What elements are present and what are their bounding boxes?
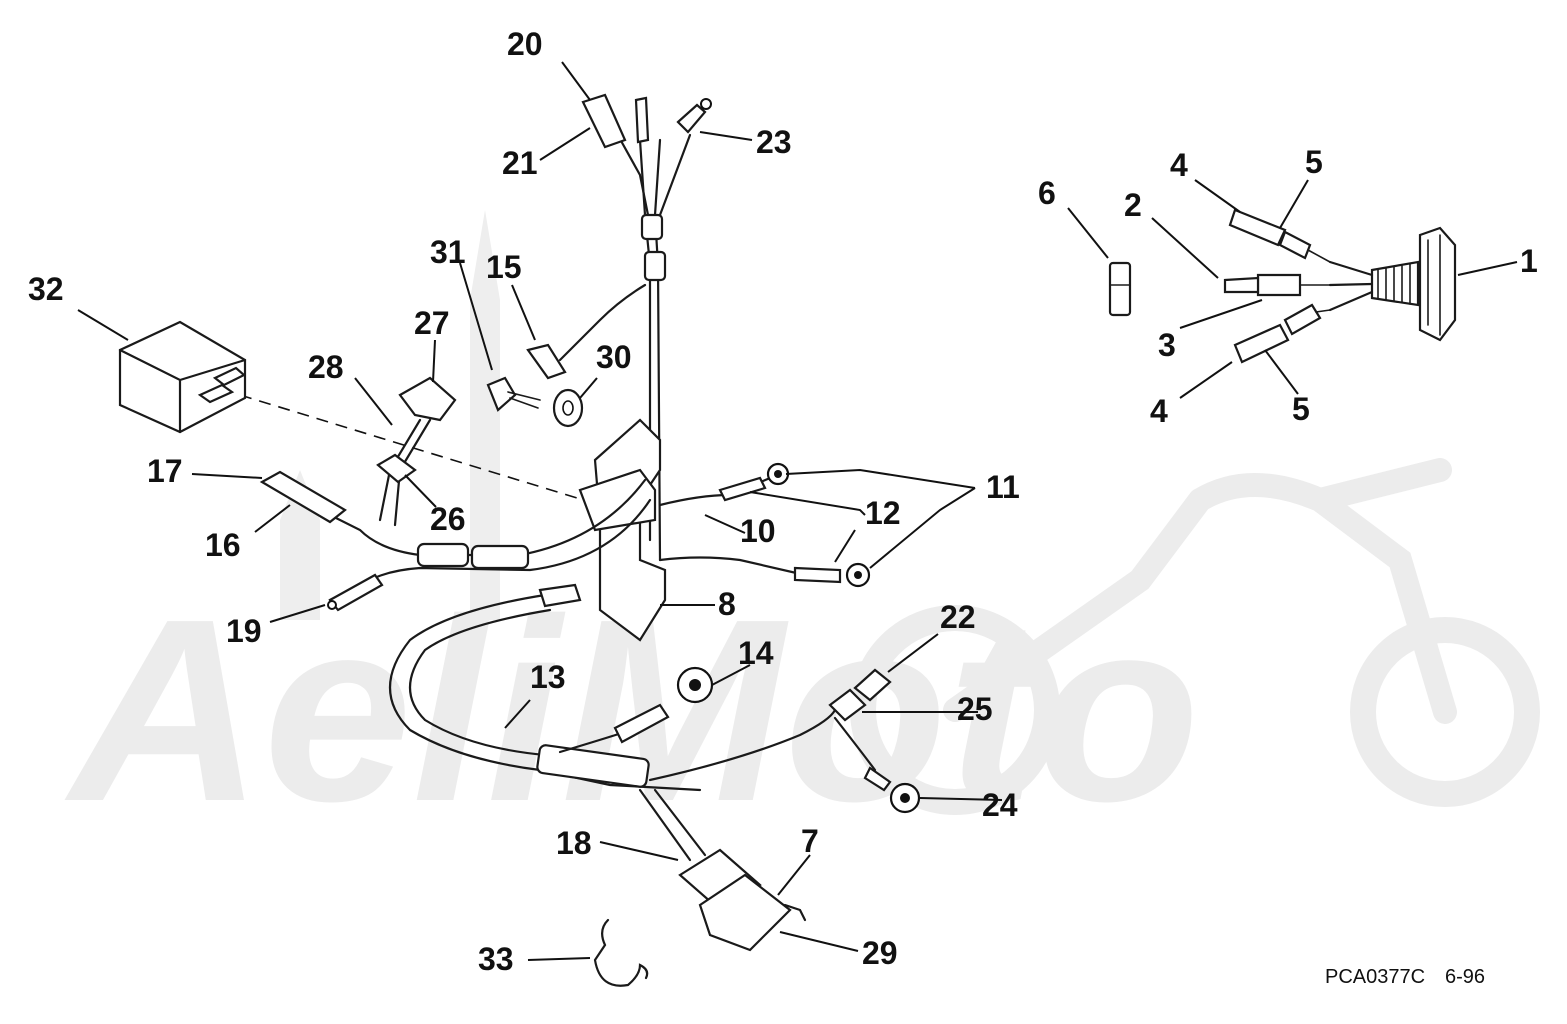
leader-lines [77, 61, 1518, 961]
callout-28: 28 [308, 349, 344, 385]
callout-5-lower: 5 [1292, 391, 1310, 427]
callout-4-upper: 4 [1170, 147, 1188, 183]
drawing-code: PCA0377C [1325, 966, 1425, 988]
callout-20: 20 [507, 26, 543, 62]
callout-16: 16 [205, 527, 241, 563]
callout-19: 19 [226, 613, 262, 649]
nut-30 [552, 388, 584, 428]
callout-4-lower: 4 [1150, 393, 1168, 429]
callout-8: 8 [718, 586, 736, 622]
callout-23: 23 [756, 124, 792, 160]
callout-5-upper: 5 [1305, 144, 1323, 180]
callout-32: 32 [28, 271, 64, 307]
callout-11: 11 [986, 469, 1020, 505]
callout-25: 25 [957, 691, 993, 727]
terminal-set-2-5 [1223, 208, 1331, 364]
callout-26: 26 [430, 501, 466, 537]
callout-10: 10 [740, 513, 776, 549]
drawing-date: 6-96 [1445, 966, 1485, 988]
relay-mount-dashed-line [239, 394, 601, 506]
callout-17: 17 [147, 453, 183, 489]
callout-2: 2 [1124, 187, 1142, 223]
clip-33 [593, 918, 649, 987]
callout-33: 33 [478, 941, 514, 977]
callout-31: 31 [430, 234, 466, 270]
watermark-wheel-front [1350, 617, 1540, 807]
callout-27: 27 [414, 305, 450, 341]
fuse-6 [1108, 261, 1132, 317]
relay-32 [118, 320, 247, 434]
callout-21: 21 [502, 145, 538, 181]
callout-22: 22 [940, 599, 976, 635]
socket-assembly-1 [1328, 226, 1457, 342]
watermark-bike-frame [943, 458, 1457, 724]
callout-24: 24 [982, 787, 1018, 823]
callout-29: 29 [862, 935, 898, 971]
callout-1: 1 [1520, 243, 1538, 279]
callout-14: 14 [738, 635, 774, 671]
watermark-wheel-rear [850, 605, 1060, 815]
callout-15: 15 [486, 249, 522, 285]
callout-30: 30 [596, 339, 632, 375]
callout-13: 13 [530, 659, 566, 695]
bolt-31 [486, 376, 541, 412]
callout-18: 18 [556, 825, 592, 861]
watermark-castle [280, 210, 500, 620]
main-harness [259, 93, 921, 952]
callouts: 1 2 3 4 4 5 5 6 7 8 10 11 12 13 14 15 16… [28, 26, 1538, 977]
callout-6: 6 [1038, 175, 1056, 211]
callout-3: 3 [1158, 327, 1176, 363]
callout-7: 7 [801, 823, 819, 859]
callout-12: 12 [865, 495, 901, 531]
